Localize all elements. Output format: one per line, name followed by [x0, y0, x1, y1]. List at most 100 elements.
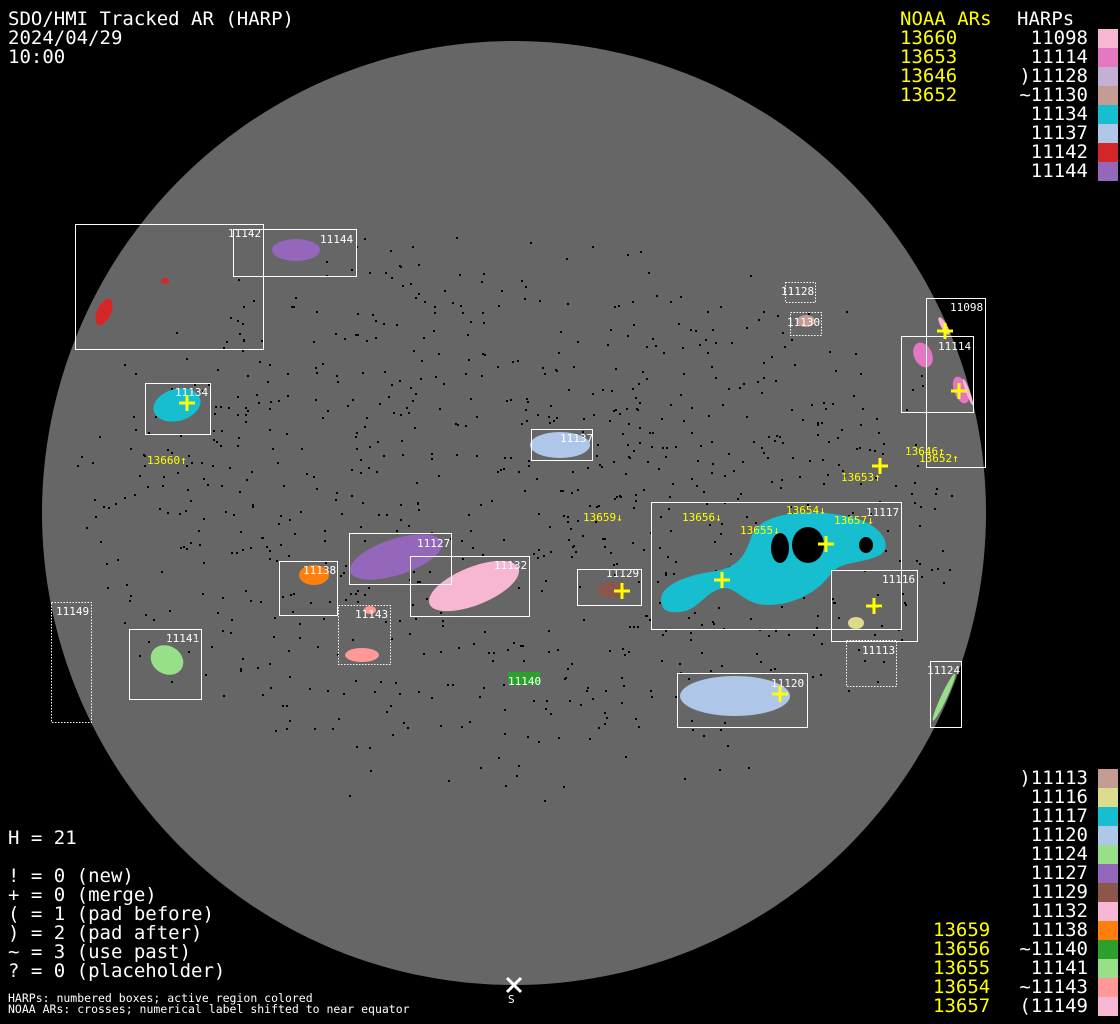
status-count-line: ! = 0 (new)	[8, 865, 134, 887]
harp-legend-label: 11144	[1030, 160, 1088, 182]
harp-box-label: 11142	[228, 227, 261, 240]
harp-box-label: 11127	[417, 537, 450, 550]
harp-legend-label: 11134	[1030, 103, 1088, 125]
harp-color-swatch	[1098, 883, 1118, 902]
harp-color-swatch	[1098, 48, 1118, 67]
noaa-label: 13655↓	[740, 524, 780, 537]
noaa-label: 13657↓	[834, 514, 874, 527]
harp-legend-label: 11137	[1030, 122, 1088, 144]
harp-box[interactable]	[846, 640, 897, 687]
active-region-blob	[150, 645, 184, 675]
harp-box[interactable]	[129, 629, 202, 700]
harp-box[interactable]	[577, 569, 642, 606]
status-count-line: ) = 2 (pad after)	[8, 922, 203, 944]
harp-color-swatch	[1098, 826, 1118, 845]
harp-color-swatch	[1098, 978, 1118, 997]
noaa-cross-icon[interactable]	[714, 572, 730, 588]
harp-box[interactable]	[901, 336, 974, 413]
active-region-blob	[962, 378, 974, 406]
harp-box[interactable]	[531, 429, 593, 461]
active-region-blob	[771, 533, 789, 563]
harp-color-swatch	[1098, 769, 1118, 788]
active-region-blob	[364, 606, 376, 614]
harp-box-label: 11124	[927, 664, 960, 677]
harp-box[interactable]	[145, 383, 211, 435]
harp-box[interactable]	[930, 661, 962, 728]
harp-box-label: 11138	[303, 564, 336, 577]
harp-legend-label: 11098	[1030, 27, 1088, 49]
harp-legend-label: 11132	[1030, 900, 1088, 922]
noaa-cross-icon[interactable]	[614, 583, 630, 599]
harp-box-label: 11134	[175, 386, 208, 399]
harp-box-label: 11149	[56, 605, 89, 618]
harp-color-swatch	[1098, 997, 1118, 1016]
harp-box[interactable]	[926, 298, 986, 468]
harp-box[interactable]	[651, 502, 902, 630]
noaa-label: 13652↑	[919, 452, 959, 465]
harp-color-swatch	[1098, 105, 1118, 124]
active-region-blob	[913, 342, 933, 368]
noaa-cross-icon[interactable]	[179, 395, 195, 411]
harp-color-swatch	[1098, 940, 1118, 959]
noaa-legend-label: 13655	[933, 957, 991, 979]
harp-box[interactable]	[677, 673, 808, 728]
active-region-blob	[792, 527, 824, 563]
active-region-blob	[530, 432, 590, 458]
noaa-legend-label: 13646	[900, 65, 958, 87]
harp-legend-label: 11127	[1030, 862, 1088, 884]
title: SDO/HMI Tracked AR (HARP)	[8, 8, 294, 30]
noaa-label: 13656↓	[682, 511, 722, 524]
active-region-blob	[598, 582, 626, 598]
sunspot-speckles	[77, 237, 953, 802]
harp-box-label: 11113	[862, 644, 895, 657]
noaa-cross-icon[interactable]	[866, 598, 882, 614]
harp-color-swatch	[1098, 124, 1118, 143]
harps-legend-header: HARPs	[1017, 8, 1075, 30]
harp-box[interactable]	[790, 312, 822, 336]
harp-box[interactable]	[279, 561, 338, 616]
status-count-line: ( = 1 (pad before)	[8, 903, 214, 925]
harp-box[interactable]	[349, 533, 452, 585]
harp-box[interactable]	[785, 282, 816, 303]
harp-color-swatch	[1098, 67, 1118, 86]
harp-box[interactable]	[831, 570, 918, 642]
active-region-blob	[350, 534, 442, 580]
south-pole-label: S	[508, 993, 515, 1006]
noaa-cross-icon[interactable]	[951, 383, 967, 399]
harp-color-swatch	[1098, 162, 1118, 181]
noaa-legend-label: 13657	[933, 995, 991, 1017]
harp-legend-label: 11142	[1030, 141, 1088, 163]
harp-box[interactable]	[233, 229, 357, 277]
noaa-cross-icon[interactable]	[772, 686, 788, 702]
harp-legend-label: 11138	[1030, 919, 1088, 941]
harp-box[interactable]	[51, 602, 92, 723]
noaa-cross-icon[interactable]	[818, 536, 834, 552]
active-region-blob	[95, 298, 113, 326]
active-region-blob	[680, 676, 790, 716]
solar-disk	[42, 41, 986, 985]
noaa-legend-label: 13653	[900, 46, 958, 68]
harp-box[interactable]	[410, 556, 530, 617]
footnote-harps: HARPs: numbered boxes; active region col…	[8, 991, 313, 1005]
noaa-legend-label: 13660	[900, 27, 958, 49]
status-count-line: + = 0 (merge)	[8, 884, 157, 906]
harp-box-label: 11144	[320, 233, 353, 246]
active-region-blob	[345, 648, 379, 662]
noaa-cross-icon[interactable]	[872, 458, 888, 474]
noaa-label: 13646↑	[905, 445, 945, 458]
active-region-blob	[161, 278, 169, 284]
south-pole-marker-icon	[505, 976, 523, 994]
harp-legend-label: )11128	[1019, 65, 1088, 87]
harp-box-label: 11117	[866, 506, 899, 519]
harp-color-swatch	[1098, 807, 1118, 826]
active-region-blob	[428, 560, 520, 612]
noaa-legend-label: 13656	[933, 938, 991, 960]
harp-box[interactable]	[75, 224, 264, 350]
noaa-markers: 13660↑13659↓13656↓13655↓13654↓13657↓1365…	[147, 323, 967, 702]
harp-box-label: 11120	[771, 677, 804, 690]
harp-color-swatch	[1098, 921, 1118, 940]
active-region-blob	[299, 565, 329, 585]
harp-box[interactable]	[338, 605, 391, 665]
noaa-cross-icon[interactable]	[937, 323, 953, 339]
